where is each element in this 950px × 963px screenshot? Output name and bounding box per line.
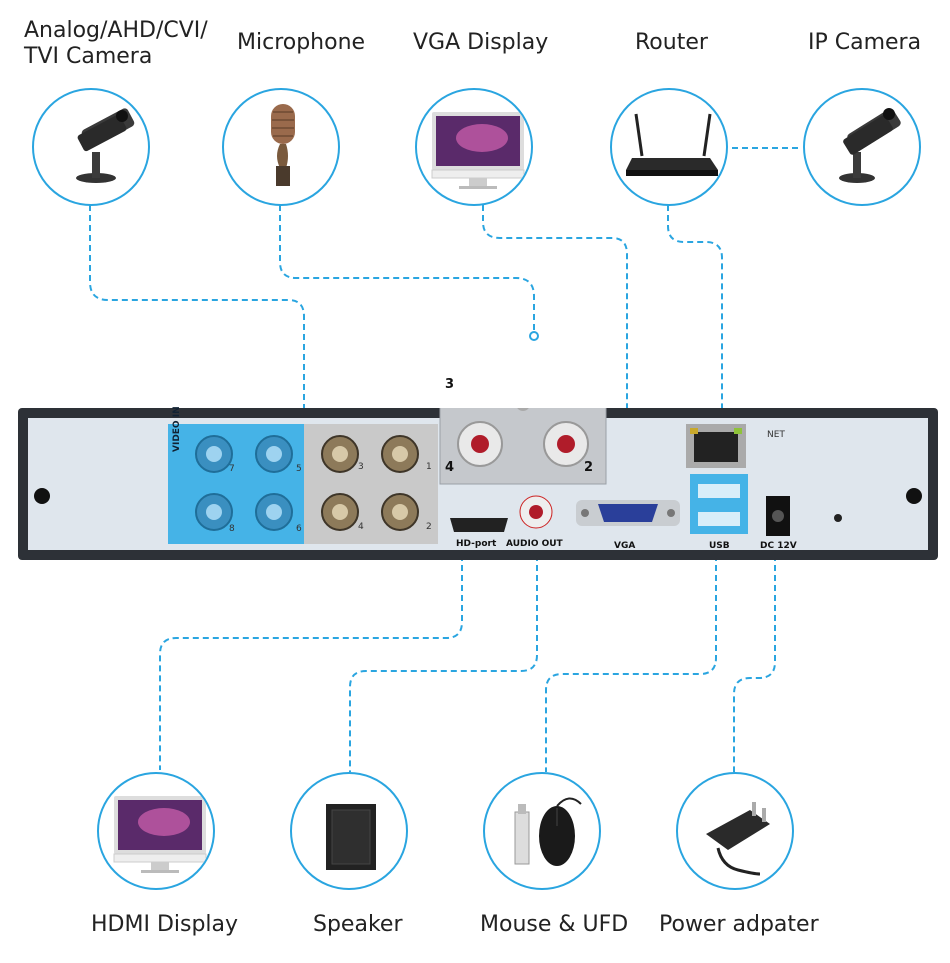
net-label: NET — [767, 430, 785, 440]
power-adapter-label: Power adpater — [659, 912, 819, 937]
wire-speaker — [349, 545, 538, 772]
wire-router — [667, 205, 723, 428]
router-label: Router — [635, 30, 708, 55]
router-icon — [626, 113, 718, 176]
hdmi-display-label: HDMI Display — [91, 912, 239, 937]
mouse-ufd-circle — [483, 772, 601, 890]
vga-label: VGA — [614, 541, 636, 551]
bnc-number-8: 8 — [229, 524, 235, 534]
router-circle — [610, 88, 728, 206]
microphone-icon — [271, 104, 295, 186]
hdmi-display-circle — [97, 772, 215, 890]
cctv-camera-icon — [839, 108, 901, 183]
monitor-icon — [431, 112, 525, 189]
bnc-number-4: 4 — [358, 522, 364, 532]
video-in-label: VIDEO IN — [172, 406, 182, 452]
speaker-icon — [326, 804, 376, 870]
usb-label: USB — [709, 541, 730, 551]
audio-in-number-2: 2 — [584, 460, 594, 475]
wire-hdmi — [159, 545, 463, 770]
mouse-usb-icon — [514, 797, 582, 866]
ip-camera-label: IP Camera — [808, 30, 922, 55]
wire-power — [733, 545, 776, 772]
bnc-number-1: 1 — [426, 462, 432, 472]
wire-microphone — [279, 205, 535, 335]
audio-in-number-3: 3 — [445, 377, 455, 392]
vga-display-label: VGA Display — [413, 30, 549, 55]
cctv-camera-icon — [76, 108, 135, 183]
monitor-icon — [113, 796, 207, 873]
ip-camera-circle — [803, 88, 921, 206]
vga-display-circle — [415, 88, 533, 206]
analog-camera-label-line1: Analog/AHD/CVI/ — [24, 18, 208, 43]
dc-12v-label: DC 12V — [760, 541, 797, 551]
speaker-circle — [290, 772, 408, 890]
power-adapter-icon — [706, 802, 770, 876]
power-adapter-circle — [676, 772, 794, 890]
microphone-label: Microphone — [237, 30, 366, 55]
wire-vga — [482, 205, 628, 500]
analog-camera-circle — [32, 88, 150, 206]
bnc-number-6: 6 — [296, 524, 302, 534]
analog-camera-label-line2: TVI Camera — [24, 44, 153, 69]
audio-in-number-4: 4 — [445, 460, 455, 475]
speaker-label: Speaker — [313, 912, 403, 937]
wire-camera — [89, 205, 305, 420]
bnc-number-7: 7 — [229, 464, 235, 474]
hd-port-label: HD-port — [456, 539, 497, 549]
bnc-number-5: 5 — [296, 464, 302, 474]
mouse-ufd-label: Mouse & UFD — [480, 912, 629, 937]
wire-usb — [545, 545, 717, 772]
microphone-circle — [222, 88, 340, 206]
dvr-rear-panel — [18, 408, 938, 560]
audio-out-label: AUDIO OUT — [506, 539, 563, 549]
bnc-number-2: 2 — [426, 522, 432, 532]
bnc-number-3: 3 — [358, 462, 364, 472]
